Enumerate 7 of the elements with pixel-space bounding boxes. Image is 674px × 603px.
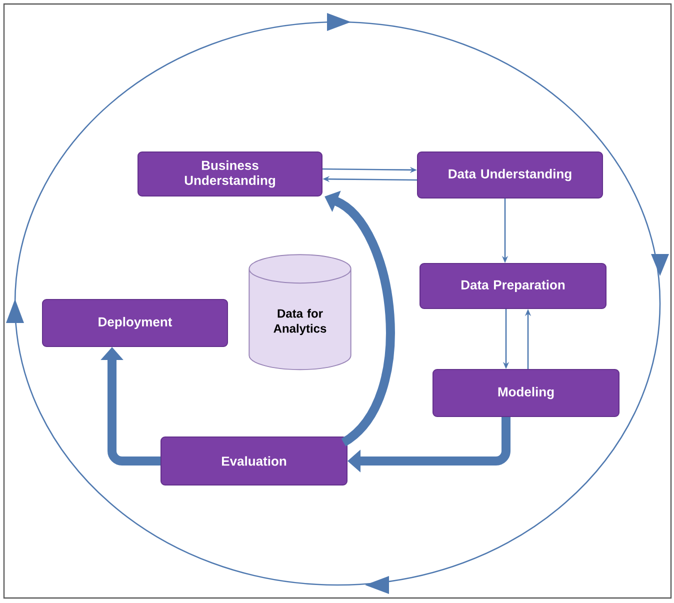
process-box: Evaluation <box>160 436 348 486</box>
process-box: Business Understanding <box>138 152 322 196</box>
process-box: Modeling <box>432 369 620 417</box>
process-box: Deployment <box>42 299 228 347</box>
process-box: Data Preparation <box>420 263 606 309</box>
process-box: Data Understanding <box>417 152 603 198</box>
database-cylinder: Data for Analytics <box>248 254 352 370</box>
